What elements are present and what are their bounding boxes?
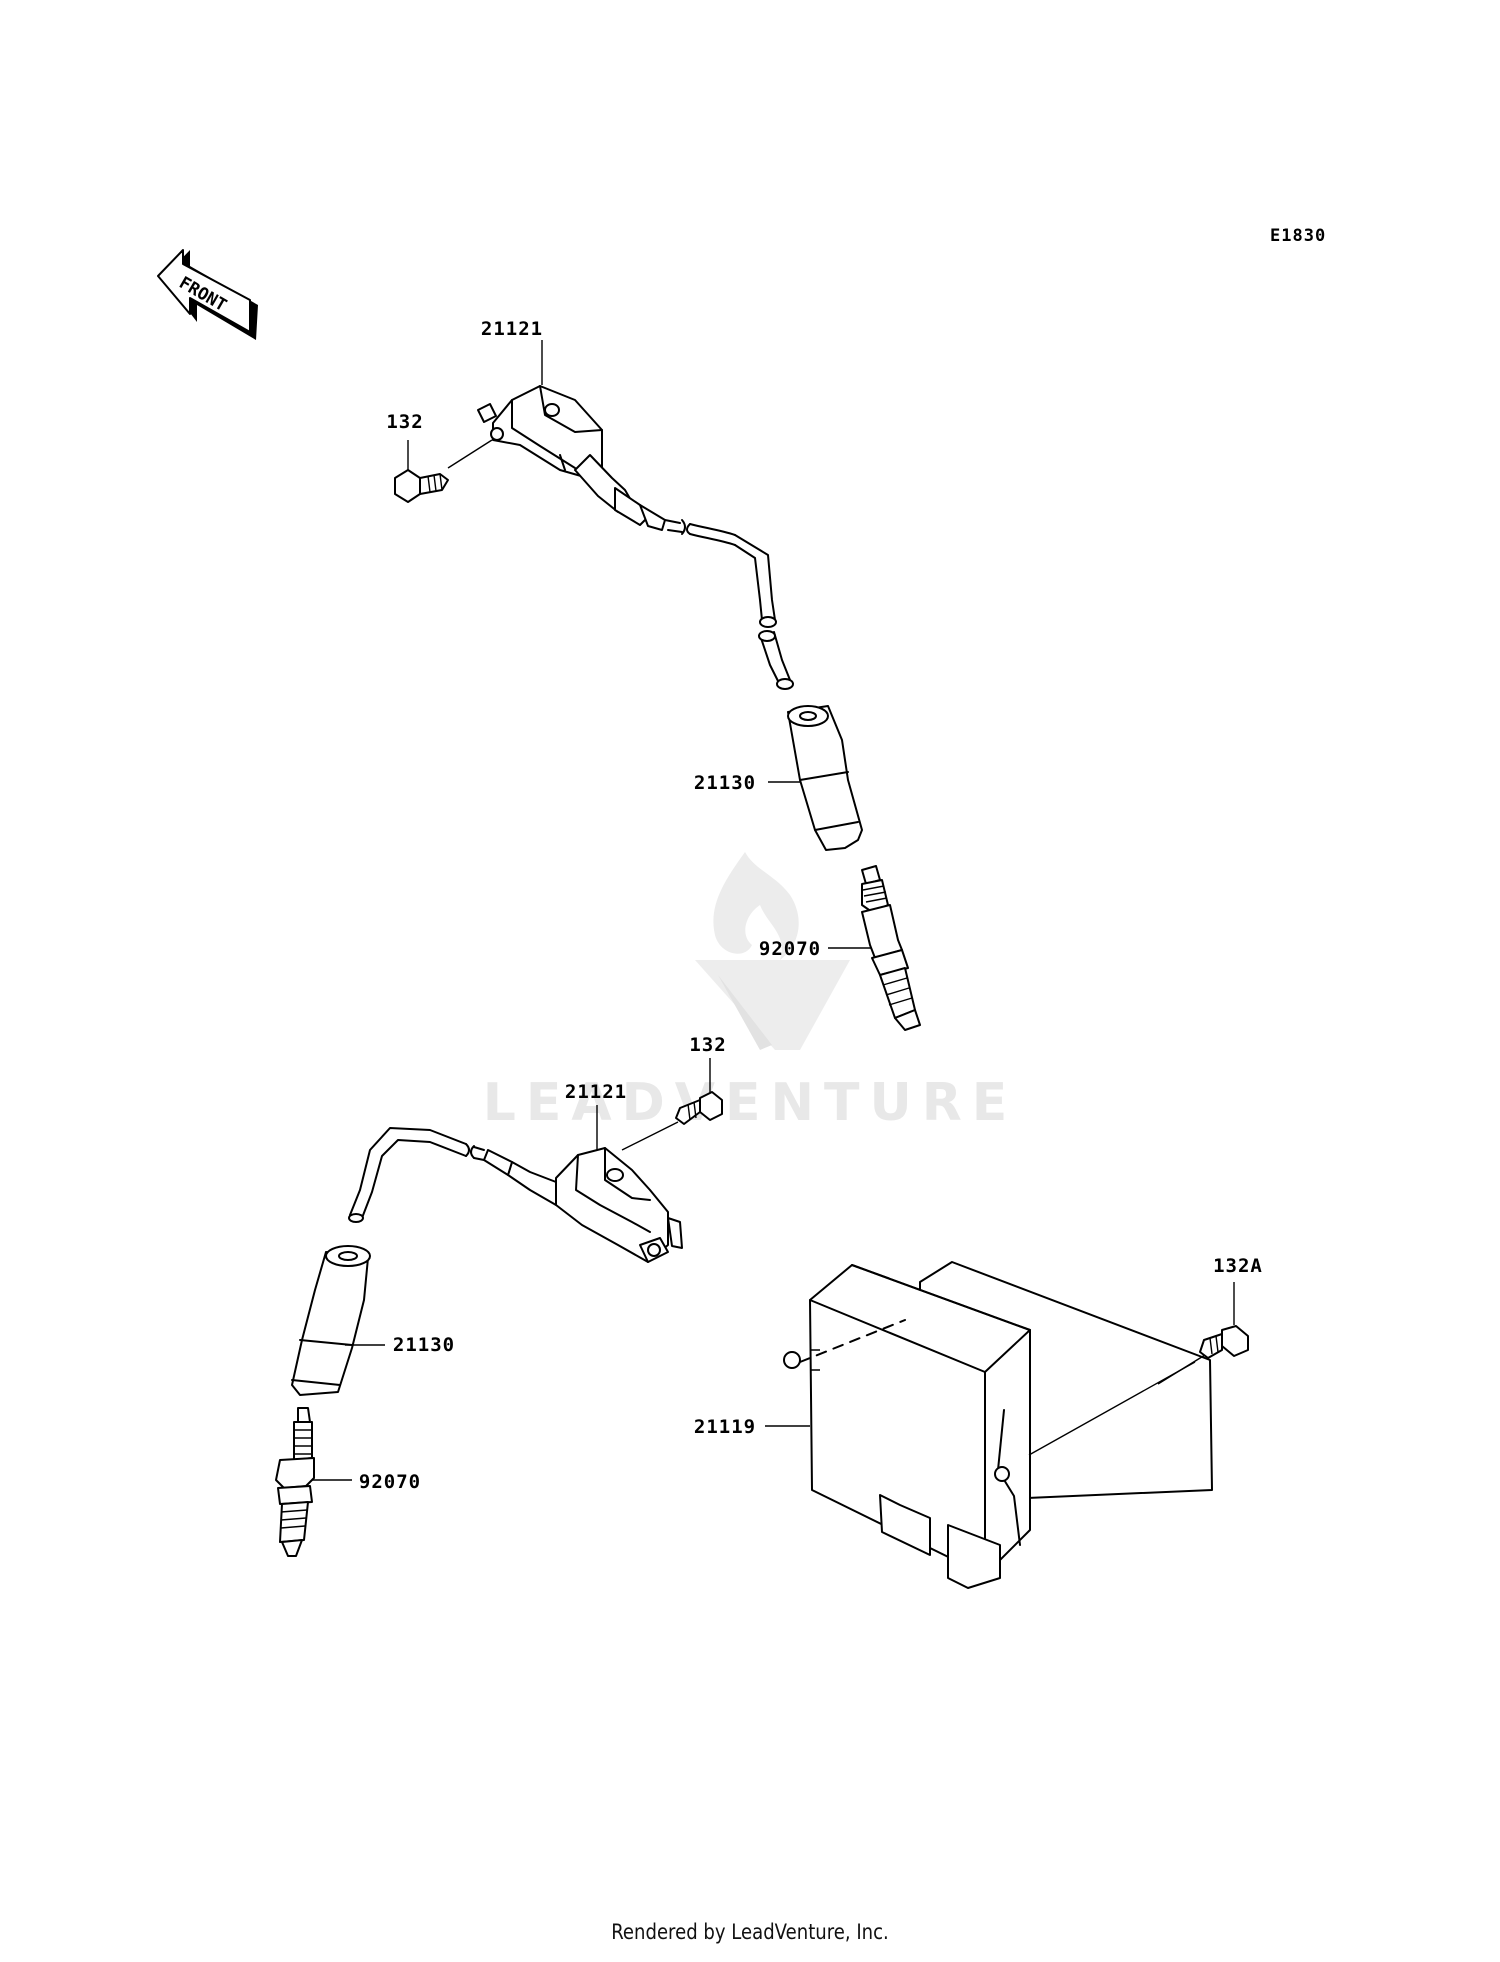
bolt-lower — [621, 1058, 723, 1151]
diagram-code: E1830 — [1270, 226, 1326, 246]
plug-cap-upper — [768, 705, 863, 851]
front-arrow-icon: FRONT — [157, 249, 258, 340]
callout-cap-upper: 21130 — [694, 772, 756, 794]
plug-cap-lower — [291, 1245, 385, 1396]
bolt-igniter — [1028, 1282, 1249, 1456]
leadventure-watermark: LEADVENTURE — [483, 852, 1018, 1133]
watermark-text: LEADVENTURE — [483, 1073, 1018, 1133]
ignition-coil-upper — [477, 340, 794, 690]
spark-plug-lower — [275, 1407, 352, 1557]
callout-bolt-igniter: 132A — [1213, 1255, 1263, 1277]
footer-credit: Rendered by LeadVenture, Inc. — [611, 1920, 889, 1944]
bolt-upper — [394, 439, 493, 503]
callout-plug-upper: 92070 — [759, 938, 821, 960]
callout-plug-lower: 92070 — [359, 1471, 421, 1493]
callout-cap-lower: 21130 — [393, 1334, 455, 1356]
callout-coil-lower: 21121 — [565, 1081, 627, 1103]
callout-igniter: 21119 — [694, 1416, 756, 1438]
igniter-unit — [783, 1261, 1213, 1589]
ignition-coil-lower — [348, 1105, 683, 1263]
spark-plug-upper — [828, 865, 921, 1031]
callout-coil-upper: 21121 — [481, 318, 543, 340]
callout-bolt-upper: 132 — [386, 411, 423, 433]
callout-bolt-lower: 132 — [689, 1034, 726, 1056]
